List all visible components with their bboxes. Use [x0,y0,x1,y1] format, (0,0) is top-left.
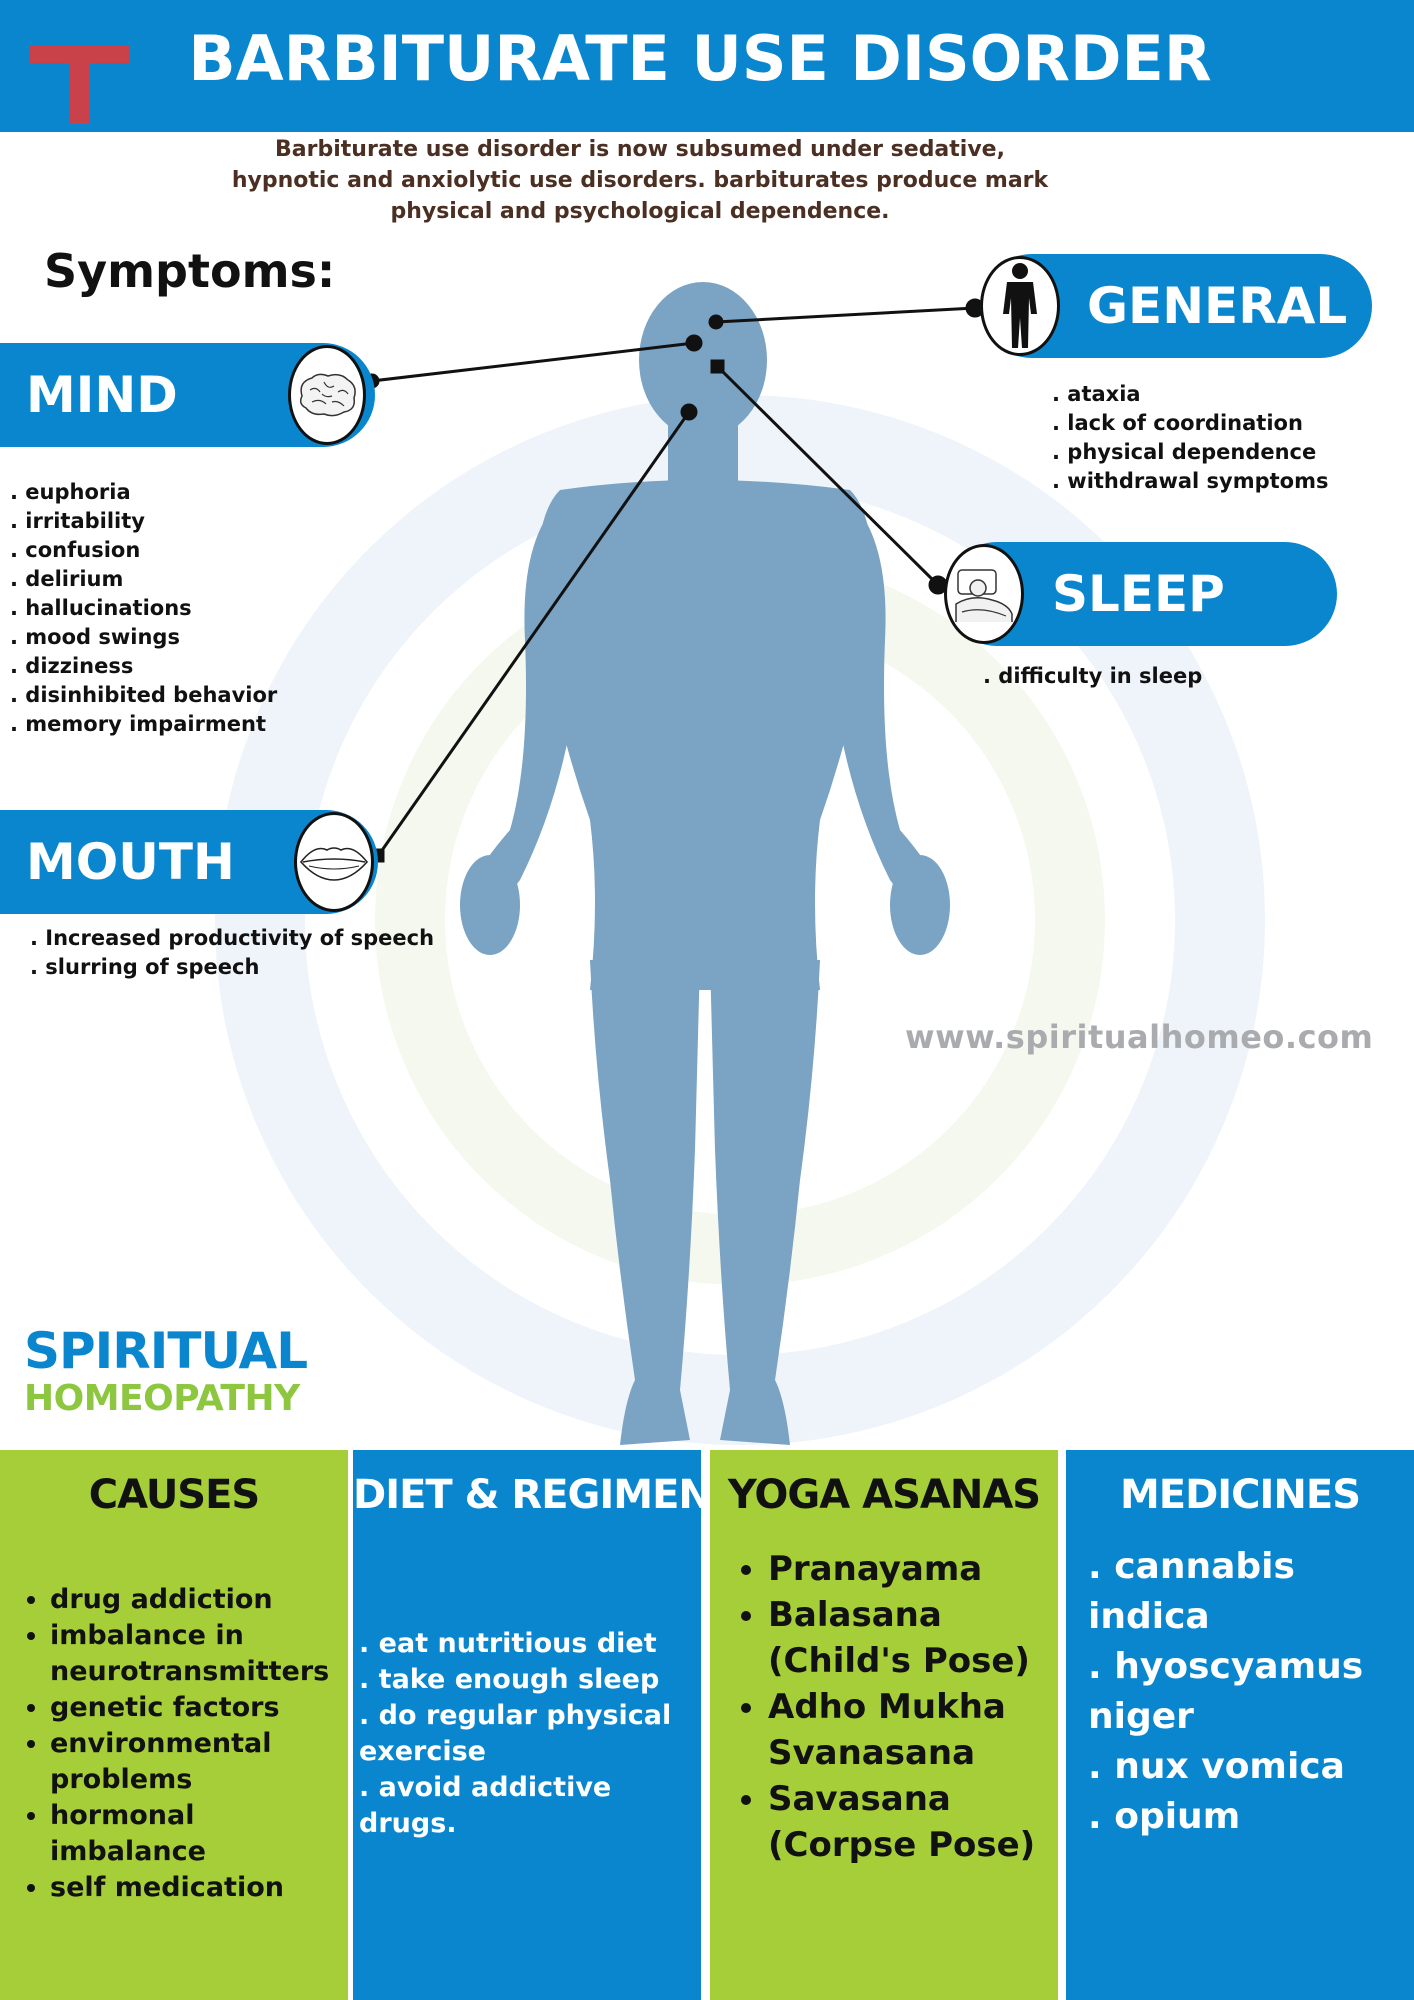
medicines-list: cannabis indica hyoscyamus niger nux vom… [1066,1542,1414,1842]
intro-text: Barbiturate use disorder is now subsumed… [231,137,1049,224]
list-item: ataxia [1052,380,1328,409]
list-item: hormonal imbalance [50,1798,348,1870]
brand-line-1: SPIRITUAL [24,1322,308,1380]
list-item: physical dependence [1052,438,1328,467]
general-label: GENERAL [1087,277,1348,335]
list-item: avoid addictive drugs. [359,1770,701,1842]
mouth-symptom-list: Increased productivity of speech slurrin… [30,924,434,982]
list-item: slurring of speech [30,953,434,982]
list-item: take enough sleep [359,1662,701,1698]
list-item: euphoria [10,478,277,507]
list-item: eat nutritious diet [359,1626,701,1662]
list-item: lack of coordination [1052,409,1328,438]
general-symptom-list: ataxia lack of coordination physical dep… [1052,380,1328,496]
sleep-label: SLEEP [1052,565,1225,623]
list-item: do regular physical exercise [359,1698,701,1770]
list-item: cannabis indica [1088,1542,1406,1642]
causes-panel: CAUSES drug addiction imbalance in neuro… [0,1450,348,2000]
sleep-symptom-list: difficulty in sleep [983,662,1202,691]
list-item: Savasana (Corpse Pose) [768,1776,1038,1868]
mind-connector-line [371,341,695,383]
list-item: self medication [50,1870,348,1906]
list-item: genetic factors [50,1690,348,1726]
diet-regimen-title: DIET & REGIMEN [353,1472,712,1518]
mind-symptom-list: euphoria irritability confusion delirium… [10,478,277,739]
list-item: Increased productivity of speech [30,924,434,953]
causes-title: CAUSES [88,1472,261,1518]
diet-regimen-list: eat nutritious diet take enough sleep do… [353,1626,701,1842]
sleeping-person-icon [944,544,1024,644]
list-item: difficulty in sleep [983,662,1202,691]
medicines-panel: MEDICINES cannabis indica hyoscyamus nig… [1066,1450,1414,2000]
list-item: nux vomica [1088,1742,1406,1792]
list-item: dizziness [10,652,277,681]
list-item: Adho Mukha Svanasana [768,1684,1038,1776]
list-item: irritability [10,507,277,536]
website-watermark: www.spiritualhomeo.com [905,1018,1374,1056]
list-item: confusion [10,536,277,565]
list-item: Balasana (Child's Pose) [768,1592,1038,1684]
sleep-connector-line [716,365,940,587]
body-illustration [215,282,1265,1445]
mouth-connector-line [376,411,691,857]
list-item: delirium [10,565,277,594]
lips-icon [294,812,374,912]
general-connector-line [715,306,976,324]
medicines-title: MEDICINES [1119,1472,1361,1518]
causes-list: drug addiction imbalance in neurotransmi… [0,1582,348,1906]
human-figure-icon [980,256,1060,356]
page-title: BARBITURATE USE DISORDER [188,22,1212,95]
mind-label: MIND [26,366,178,424]
list-item: hyoscyamus niger [1088,1642,1406,1742]
mouth-label: MOUTH [26,833,235,891]
list-item: mood swings [10,623,277,652]
list-item: disinhibited behavior [10,681,277,710]
t-logo-icon [30,45,130,124]
list-item: opium [1088,1792,1406,1842]
list-item: withdrawal symptoms [1052,467,1328,496]
yoga-asanas-panel: YOGA ASANAS Pranayama Balasana (Child's … [710,1450,1058,2000]
list-item: imbalance in neurotransmitters [50,1618,348,1690]
yoga-asanas-list: Pranayama Balasana (Child's Pose) Adho M… [710,1546,1058,1868]
header-bar [0,0,1414,132]
yoga-asanas-title: YOGA ASANAS [727,1472,1041,1518]
list-item: hallucinations [10,594,277,623]
brand-line-2: HOMEOPATHY [24,1378,300,1419]
diet-regimen-panel: DIET & REGIMEN eat nutritious diet take … [353,1450,712,2000]
list-item: memory impairment [10,710,277,739]
symptoms-heading: Symptoms: [44,244,336,298]
list-item: Pranayama [768,1546,1038,1592]
brain-icon [288,345,366,445]
list-item: drug addiction [50,1582,348,1618]
list-item: environmental problems [50,1726,348,1798]
